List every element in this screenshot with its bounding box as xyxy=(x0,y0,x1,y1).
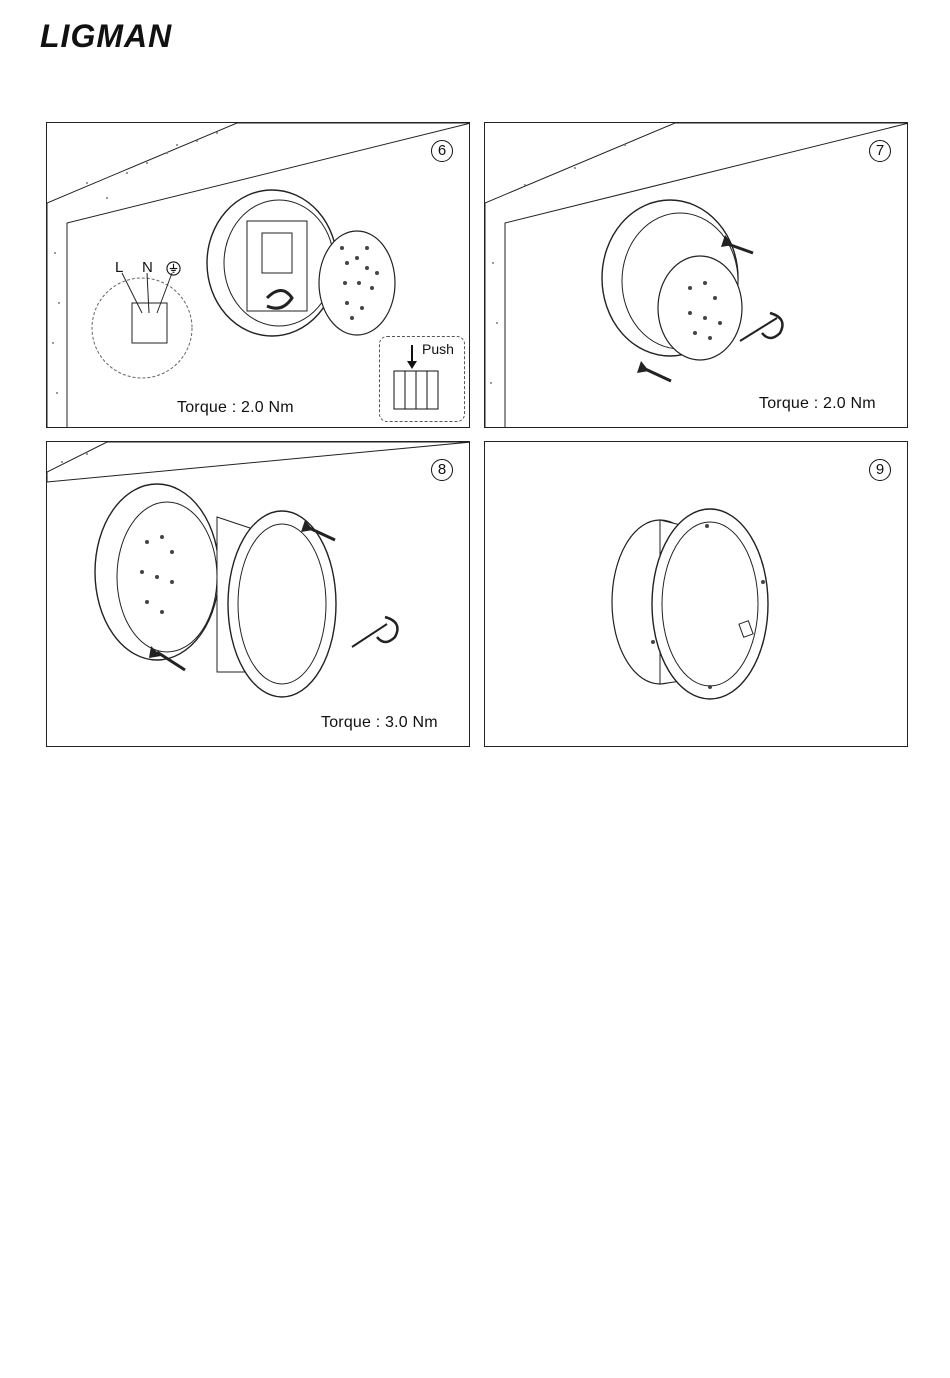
step-number-badge: 8 xyxy=(431,459,453,481)
brand-logo-text: LIGMAN xyxy=(40,18,172,52)
step-7-panel: 7 Torque : 2.0 Nm xyxy=(484,122,908,428)
step-number-badge: 7 xyxy=(869,140,891,162)
torque-label: Torque : 2.0 Nm xyxy=(759,395,876,413)
step-9-panel: 9 xyxy=(484,441,908,747)
torque-label: Torque : 3.0 Nm xyxy=(321,714,438,732)
step-9-illustration xyxy=(485,442,908,747)
step-8-panel: 8 Torque : 3.0 Nm xyxy=(46,441,470,747)
step-6-panel: 6 L N Torque : 2.0 Nm Push xyxy=(46,122,470,428)
torque-label: Torque : 2.0 Nm xyxy=(177,399,294,417)
step-8-illustration xyxy=(47,442,470,747)
step-number-badge: 9 xyxy=(869,459,891,481)
push-connector-inset: Push xyxy=(379,336,465,422)
live-wire-label: L xyxy=(115,259,123,276)
brand-logo: LIGMAN xyxy=(38,18,228,52)
brand-logo-mark: LIGMAN xyxy=(38,18,228,52)
neutral-wire-label: N xyxy=(142,259,153,276)
step-number-badge: 6 xyxy=(431,140,453,162)
earth-ground-icon xyxy=(166,261,181,276)
step-7-illustration xyxy=(485,123,908,428)
terminal-block-icon xyxy=(380,337,464,421)
